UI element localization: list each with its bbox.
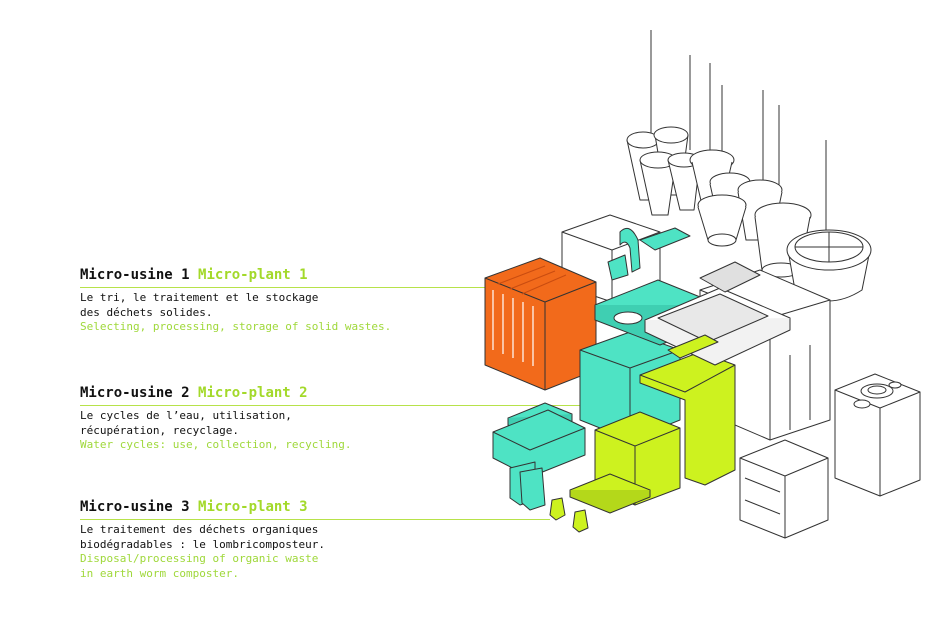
fr-line: biodégradables : le lombricomposteur. [80, 537, 326, 551]
orange-sorting-unit [484, 257, 597, 391]
fr-line: Le cycles de l’eau, utilisation, [80, 409, 292, 422]
round-tray [786, 229, 872, 302]
en-title: Micro-plant 3 [198, 499, 308, 515]
fr-line: des déchets solides. [80, 305, 213, 319]
drawer-unit [739, 439, 829, 539]
section-micro-plant-3: Micro-usine 3 Micro-plant 3 Le traitemen… [80, 499, 480, 581]
en-line: Water cycles: use, collection, recycling… [80, 438, 352, 451]
section-micro-plant-2: Micro-usine 2 Micro-plant 2 Le cycles de… [80, 385, 480, 453]
en-title: Micro-plant 2 [198, 385, 308, 401]
en-line: in earth worm composter. [80, 566, 239, 580]
fr-line: Le traitement des déchets organiques [80, 523, 319, 536]
en-title: Micro-plant 1 [198, 267, 308, 283]
leader-line-2 [80, 405, 580, 406]
section-micro-plant-1: Micro-usine 1 Micro-plant 1 Le tri, le t… [80, 267, 480, 335]
counter-top-panel [644, 261, 791, 366]
section-title: Micro-usine 3 Micro-plant 3 [80, 499, 480, 515]
section-title: Micro-usine 2 Micro-plant 2 [80, 385, 480, 401]
fr-line: récupération, recyclage. [80, 423, 239, 437]
fr-line: Le tri, le traitement et le stockage [80, 291, 319, 304]
fr-title: Micro-usine 2 [80, 385, 190, 401]
leader-line-1 [80, 287, 485, 288]
fr-title: Micro-usine 3 [80, 499, 190, 515]
pole-group [650, 30, 827, 235]
section-title: Micro-usine 1 Micro-plant 1 [80, 267, 480, 283]
washing-machine [834, 373, 921, 497]
leader-line-3 [80, 519, 550, 520]
en-line: Selecting, processing, storage of solid … [80, 320, 392, 333]
fr-title: Micro-usine 1 [80, 267, 190, 283]
en-line: Disposal/processing of organic waste [80, 552, 319, 565]
teal-water-unit [492, 227, 721, 511]
planter-cones [626, 126, 812, 278]
